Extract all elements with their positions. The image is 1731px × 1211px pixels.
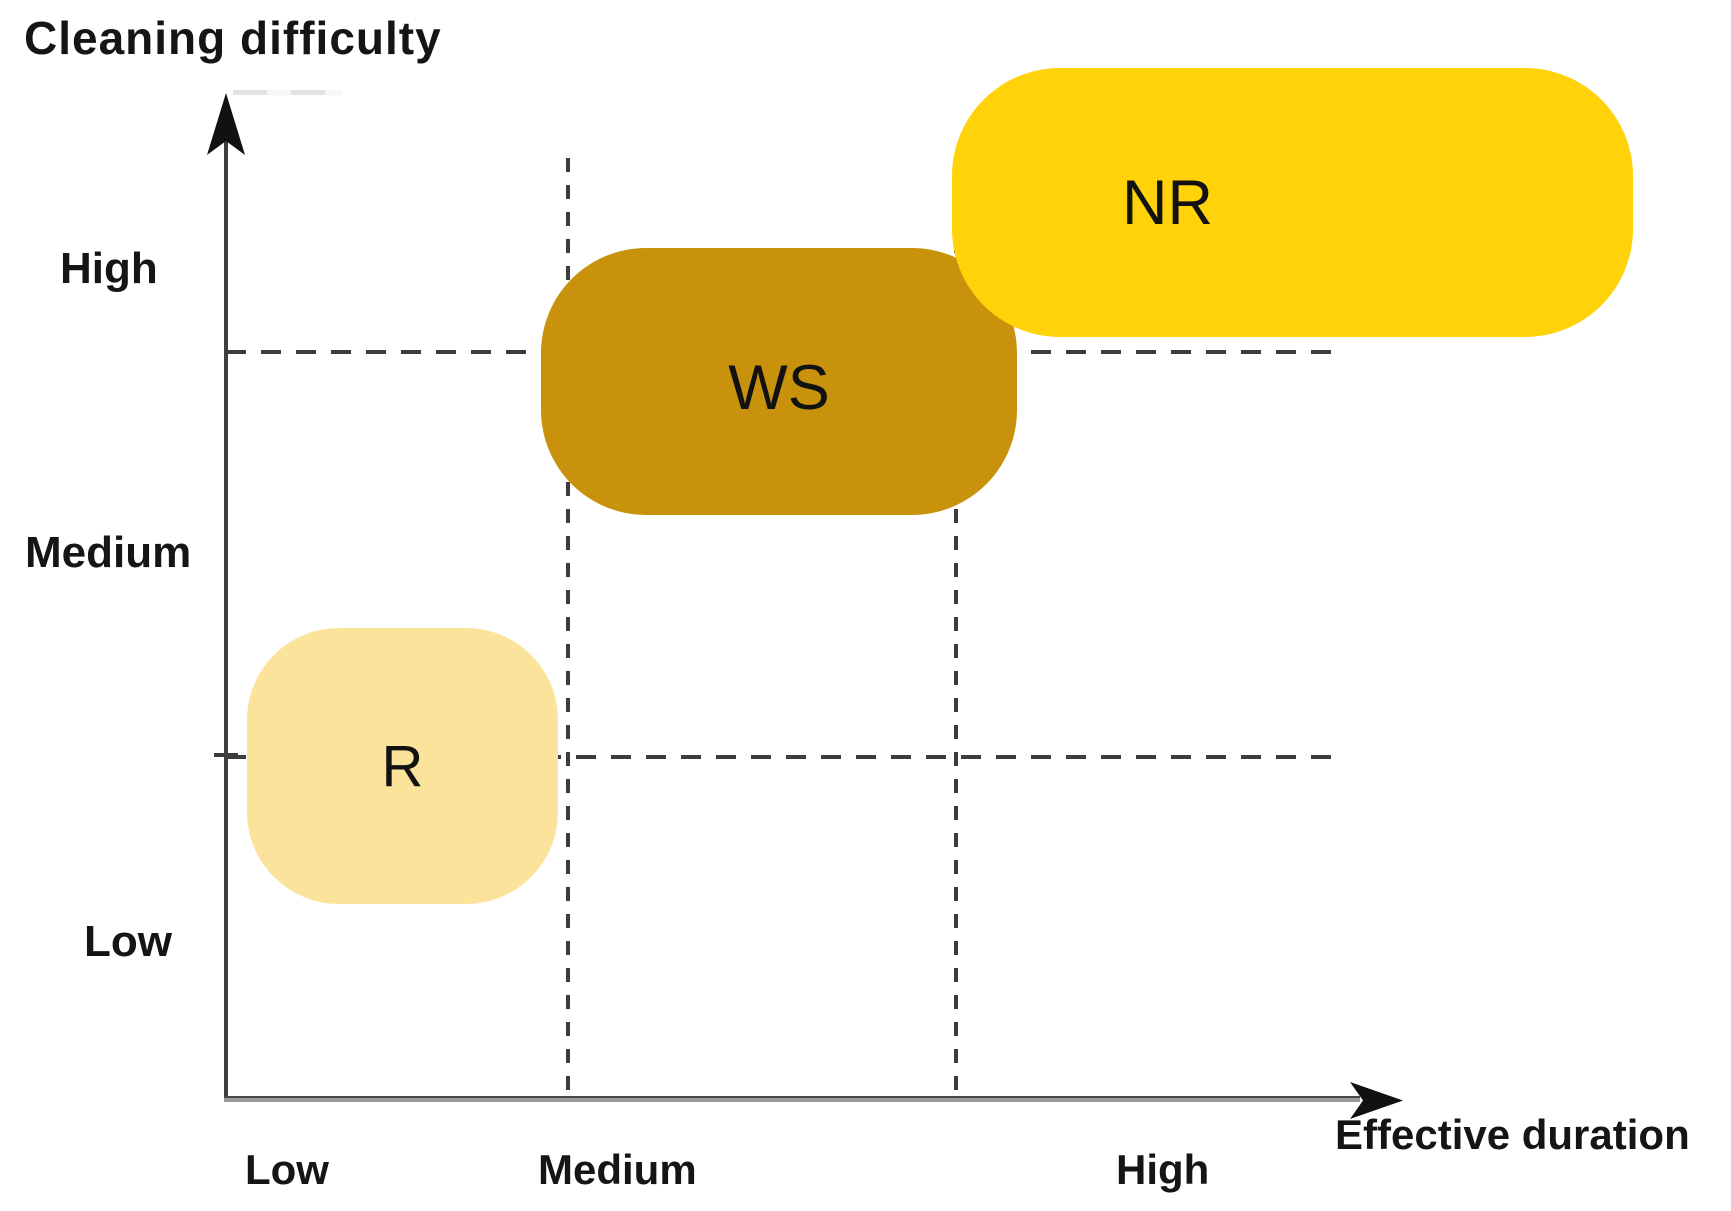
bubble-nr: NR <box>952 68 1633 337</box>
bubble-nr-label: NR <box>1122 167 1213 238</box>
y-tick-label-medium: Medium <box>25 528 192 577</box>
bubble-r-label: R <box>381 733 424 799</box>
bubble-ws: WS <box>541 248 1017 515</box>
faded-line-artifact <box>233 90 343 95</box>
y-axis-line <box>224 104 228 1101</box>
horizontal-dashed-line-low-medium <box>226 755 1346 759</box>
x-axis-title: Effective duration <box>1335 1111 1690 1158</box>
y-axis-arrowhead-icon <box>207 93 245 155</box>
x-axis-line <box>224 1096 1360 1102</box>
x-tick-label-medium: Medium <box>538 1146 697 1193</box>
x-tick-label-high: High <box>1116 1146 1210 1193</box>
y-tick-label-low: Low <box>84 917 172 966</box>
bubble-r: R <box>247 628 558 904</box>
vertical-dashed-line-medium-high <box>954 158 958 1096</box>
y-tick-label-high: High <box>60 244 158 293</box>
x-tick-label-low: Low <box>245 1146 329 1193</box>
x-axis-arrowhead-icon <box>1350 1082 1403 1119</box>
vertical-dashed-line-low-medium <box>566 158 570 1096</box>
bubble-ws-label: WS <box>728 352 830 423</box>
y-axis-title: Cleaning difficulty <box>24 12 442 64</box>
